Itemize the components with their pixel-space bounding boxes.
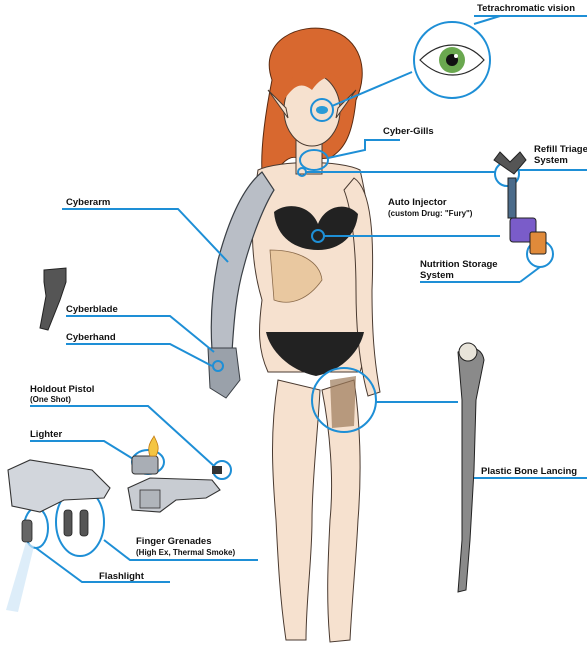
label-cyberarm: Cyberarm xyxy=(66,197,110,208)
cyberhand xyxy=(208,348,240,398)
left-leg xyxy=(273,380,321,640)
label-cyberblade: Cyberblade xyxy=(66,304,118,315)
label-nutrition-storage-system: System xyxy=(420,270,454,281)
label-holdout-pistol-sub: (One Shot) xyxy=(30,395,71,404)
label-tetrachromatic-vision: Tetrachromatic vision xyxy=(477,3,575,14)
cyberblade-icon xyxy=(40,268,66,330)
label-auto-injector: Auto Injector xyxy=(388,197,447,208)
label-refill-triage-system: System xyxy=(534,155,568,166)
eye-closeup-icon xyxy=(420,45,484,75)
label-lighter: Lighter xyxy=(30,429,62,440)
label-finger-grenades: Finger Grenades xyxy=(136,536,212,547)
label-cyber-gills: Cyber-Gills xyxy=(383,126,434,137)
label-auto-injector-sub: (custom Drug: "Fury") xyxy=(388,209,472,218)
label-plastic-bone-lancing: Plastic Bone Lancing xyxy=(481,466,577,477)
label-nutrition-storage: Nutrition Storage xyxy=(420,259,498,270)
label-finger-grenades-sub: (High Ex, Thermal Smoke) xyxy=(136,548,235,557)
label-holdout-pistol: Holdout Pistol xyxy=(30,384,94,395)
auto-injector-device-icon xyxy=(494,152,546,254)
cyber-eye xyxy=(316,106,328,114)
label-cyberhand: Cyberhand xyxy=(66,332,116,343)
label-refill-triage: Refill Triage xyxy=(534,144,587,155)
label-flashlight: Flashlight xyxy=(99,571,144,582)
